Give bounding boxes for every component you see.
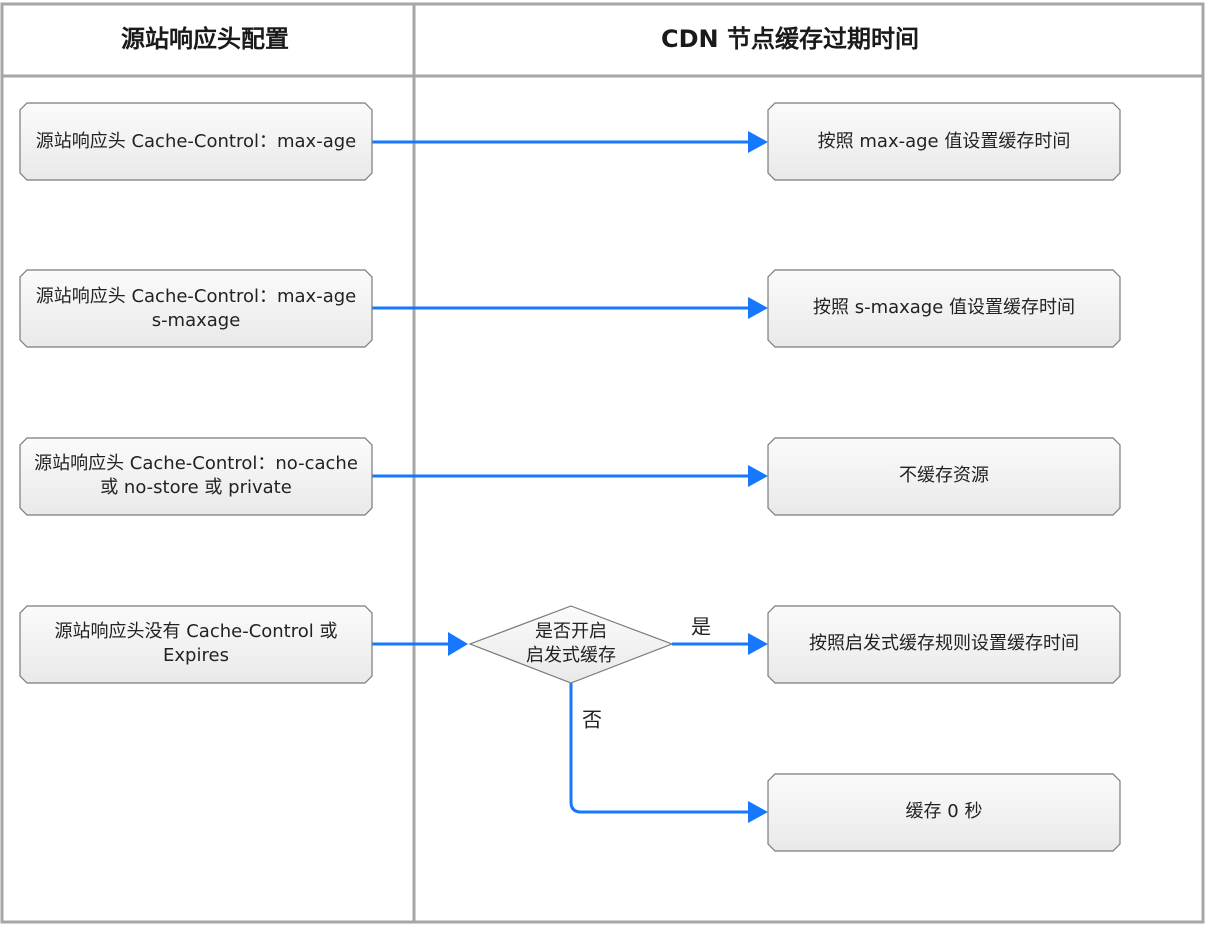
result-node-heuristic: 按照启发式缓存规则设置缓存时间 [767,605,1121,684]
node-label: 源站响应头 Cache-Control：max-age [36,131,357,152]
node-label: 源站响应头 Cache-Control：max-age [36,286,357,307]
node-label: 源站响应头 Cache-Control：no-cache [34,453,358,474]
arrowhead [748,297,768,319]
edge-label-yes: 是 [691,615,711,639]
node-label: 启发式缓存 [526,645,616,666]
arrowhead [748,633,768,655]
result-node-s-maxage: 按照 s-maxage 值设置缓存时间 [767,269,1121,348]
node-label: 源站响应头没有 Cache-Control 或 [55,621,338,642]
result-node-zero-seconds: 缓存 0 秒 [767,773,1121,852]
node-label: 按照 max-age 值设置缓存时间 [818,131,1071,152]
arrowhead [748,131,768,153]
arrowhead [448,632,468,656]
edges [372,131,768,823]
decision-node-heuristic-cache: 是否开启 启发式缓存 [468,605,674,684]
source-node-no-header: 源站响应头没有 Cache-Control 或 Expires [19,605,373,684]
node-label: 或 no-store 或 private [100,477,292,498]
node-label: s-maxage [152,310,241,331]
source-node-s-maxage: 源站响应头 Cache-Control：max-age s-maxage [19,269,373,348]
node-label: 是否开启 [535,621,607,642]
arrowhead [748,465,768,487]
node-label: 不缓存资源 [899,465,989,486]
source-node-max-age: 源站响应头 Cache-Control：max-age [19,102,373,181]
result-node-max-age: 按照 max-age 值设置缓存时间 [767,102,1121,181]
arrowhead [748,801,768,823]
edge-decision-no [569,683,752,814]
source-node-no-cache: 源站响应头 Cache-Control：no-cache 或 no-store … [19,437,373,516]
node-label: 按照 s-maxage 值设置缓存时间 [813,297,1075,318]
node-label: 按照启发式缓存规则设置缓存时间 [809,633,1079,654]
node-label: Expires [163,645,229,666]
result-node-no-cache: 不缓存资源 [767,437,1121,516]
lane-title-cdn: CDN 节点缓存过期时间 [661,25,919,53]
node-label: 缓存 0 秒 [906,801,983,822]
lane-title-origin: 源站响应头配置 [121,25,289,53]
edge-label-no: 否 [582,708,602,732]
